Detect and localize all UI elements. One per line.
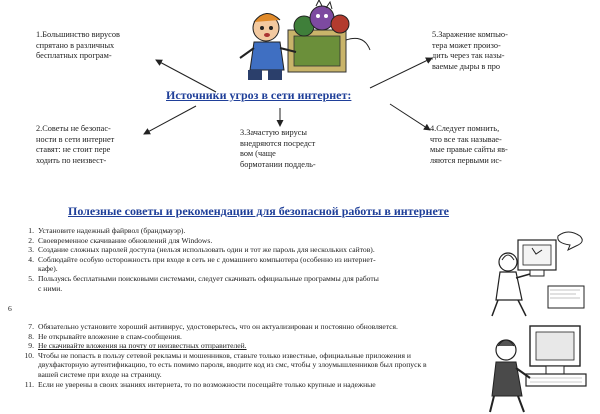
item-number: 2. <box>28 235 34 245</box>
item-number: 10. <box>24 350 35 360</box>
cartoon-boy-with-monsters-illustration <box>196 0 416 86</box>
list-item: 3. Создание сложных паролей доступа (нел… <box>4 245 482 255</box>
threat-box-3-line: бормотании поддель- <box>240 159 316 169</box>
item-text: Не открывайте вложение в спам-сообщения. <box>38 331 182 341</box>
list-item: кафе). <box>4 264 482 274</box>
item-text: Соблюдайте особую осторожность при входе… <box>38 254 376 264</box>
cartoon-man-at-computer-illustration <box>478 226 596 324</box>
list-item: 7. Обязательно установите хороший антиви… <box>4 322 600 332</box>
threat-box-3-line: внедряются посредст <box>240 138 316 148</box>
list-item: 4. Соблюдайте особую осторожность при вх… <box>4 255 482 265</box>
item-text: двухфакторную аутентификацию, то есть по… <box>38 360 427 370</box>
threat-box-2-line: ности в сети интернет <box>36 134 115 144</box>
tips-list: 1. Установите надежный файрвол (брандмау… <box>4 226 482 293</box>
item-text: Создание сложных паролей доступа (нельзя… <box>38 245 375 255</box>
item-text: вашей системе при входе на страницу. <box>38 369 162 379</box>
threat-box-2-line: ставят: не стоит пере <box>36 145 111 155</box>
threat-box-5-line: 5.Заражение компью- <box>432 30 508 39</box>
item-number: 11. <box>24 379 34 389</box>
item-text: Обязательно установите хороший антивирус… <box>38 322 398 331</box>
item-text: кафе). <box>38 264 58 274</box>
list-item: двухфакторную аутентификацию, то есть по… <box>4 360 600 370</box>
item-number: 4. <box>28 254 34 264</box>
threat-box-3-line: 3.Зачастую вирусы <box>240 128 308 137</box>
threat-box-5-line: тера может произо- <box>432 40 501 50</box>
threat-box-4-line: что все так называе- <box>430 134 502 144</box>
item-text: Своевременное скачивание обновлений для … <box>38 235 213 245</box>
threat-box-4: 4.Следует помнить, что все так называе- … <box>430 124 560 166</box>
list-item: с ними. <box>4 284 482 294</box>
list-item: 11. Если не уверены в своих знаниях инте… <box>4 380 600 390</box>
threat-box-2: 2.Советы не безопас- ности в сети интерн… <box>36 124 154 166</box>
threat-box-1: 1.Большинство вирусов спрятано в различн… <box>36 30 154 62</box>
threat-box-5: 5.Заражение компью- тера может произо- д… <box>432 30 562 72</box>
item-number: 6 <box>8 304 12 313</box>
threat-box-1-line: спрятано в различных <box>36 40 115 50</box>
item-text: Чтобы не попасть в пользу сетевой реклам… <box>38 350 411 360</box>
threat-box-4-line: ляются первыми ис- <box>430 155 502 165</box>
threat-box-5-line: ваемые дыры в про <box>432 61 501 71</box>
threat-box-2-line: ходить по неизвест- <box>36 155 107 165</box>
threat-sources-title: Источники угроз в сети интернет: <box>166 88 352 102</box>
item-text: с ними. <box>38 283 63 293</box>
list-item: 9. Не скачивайте вложения на почту от не… <box>4 341 600 351</box>
tips-list-lower: 7. Обязательно установите хороший антиви… <box>4 322 600 389</box>
item-number: 7. <box>28 322 34 331</box>
item-text: Не скачивайте вложения на почту от неизв… <box>38 341 247 351</box>
item-number: 5. <box>28 273 34 283</box>
item-number: 3. <box>28 245 34 255</box>
list-item: 2. Своевременное скачивание обновлений д… <box>4 236 482 246</box>
threat-box-3-line: вом (чаще <box>240 149 276 159</box>
item-text: Установите надежный файрвол (брандмауэр)… <box>38 226 186 235</box>
threat-box-1-line: бесплатных програм- <box>36 51 112 61</box>
list-item: вашей системе при входе на страницу. <box>4 370 600 380</box>
arrow-to-box4 <box>389 103 431 131</box>
cartoon-person-with-computer-illustration <box>484 320 596 414</box>
tips-title: Полезные советы и рекомендации для безоп… <box>68 204 449 218</box>
item-text: Пользуясь бесплатными поисковыми система… <box>38 273 379 283</box>
threat-box-5-line: дить через так назы- <box>432 51 505 61</box>
list-item: 1. Установите надежный файрвол (брандмау… <box>4 226 482 236</box>
threat-box-2-line: 2.Советы не безопас- <box>36 124 111 133</box>
threat-box-4-line: мые правые сайты яв- <box>430 145 508 155</box>
item-number: 1. <box>28 226 34 235</box>
threat-box-4-line: 4.Следует помнить, <box>430 124 500 133</box>
item-number: 9. <box>28 341 34 351</box>
item-text: Если не уверены в своих знаниях интернет… <box>38 379 376 389</box>
list-item: 8. Не открывайте вложение в спам-сообщен… <box>4 332 600 342</box>
threat-box-3: 3.Зачастую вирусы внедряются посредст во… <box>240 128 350 170</box>
threat-box-1-line: 1.Большинство вирусов <box>36 30 120 39</box>
item-number: 8. <box>28 331 34 341</box>
list-item: 5. Пользуясь бесплатными поисковыми сист… <box>4 274 482 284</box>
list-item: 10. Чтобы не попасть в пользу сетевой ре… <box>4 351 600 361</box>
